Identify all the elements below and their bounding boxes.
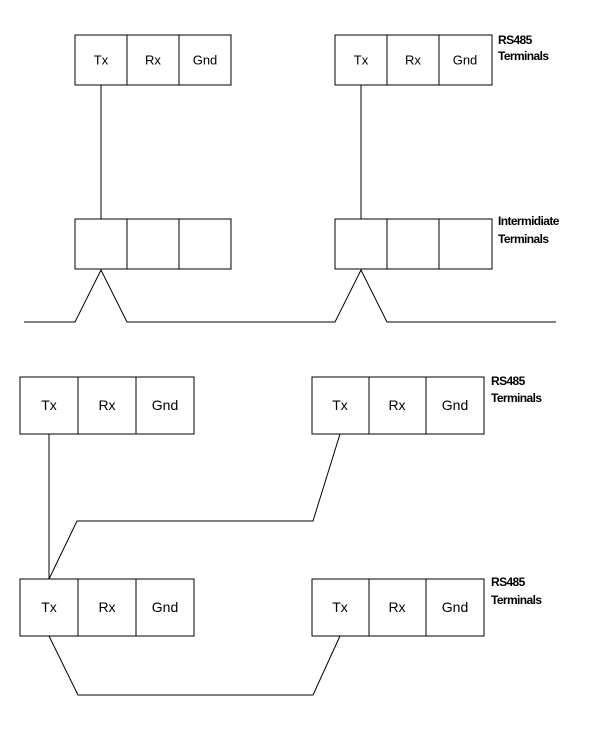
gnd-terminal xyxy=(425,578,485,637)
upper-right-rs485-block: Tx Rx Gnd xyxy=(311,376,485,435)
gnd-label: Gnd xyxy=(453,53,478,68)
intermediate-terminal-1 xyxy=(74,218,128,270)
rx-terminal xyxy=(77,578,137,637)
right-intermediate-block xyxy=(334,218,493,270)
gnd-label: Gnd xyxy=(152,599,178,615)
lower-rs485-label-line1: RS485 xyxy=(491,575,526,589)
tx-label: Tx xyxy=(41,599,57,615)
tx-label: Tx xyxy=(332,397,348,413)
gnd-terminal xyxy=(178,34,232,86)
top-right-rs485-block: Tx Rx Gnd xyxy=(334,34,493,86)
tx-label: Tx xyxy=(41,397,57,413)
rx-terminal xyxy=(368,376,427,435)
bus-line xyxy=(24,268,556,323)
intermediate-label-line1: Intermidiate xyxy=(498,214,560,228)
gnd-label: Gnd xyxy=(442,397,468,413)
intermediate-terminal-3 xyxy=(178,218,232,270)
rs485-label-line1: RS485 xyxy=(498,33,533,47)
tx-terminal xyxy=(311,578,370,637)
tx-label: Tx xyxy=(354,53,369,68)
rx-terminal xyxy=(386,34,440,86)
intermediate-terminal-2 xyxy=(386,218,440,270)
lower-right-rs485-block: Tx Rx Gnd xyxy=(311,578,485,637)
rx-label: Rx xyxy=(98,397,115,413)
rx-label: Rx xyxy=(388,599,405,615)
tx-terminal xyxy=(19,376,79,435)
tx-terminal xyxy=(311,376,370,435)
top-diagram: Tx Rx Gnd Tx Rx Gnd RS485 Terminals Inte… xyxy=(24,33,560,323)
lower-tx-link-wire xyxy=(48,635,341,696)
gnd-label: Gnd xyxy=(442,599,468,615)
left-intermediate-block xyxy=(74,218,232,270)
gnd-terminal xyxy=(135,578,195,637)
gnd-label: Gnd xyxy=(152,397,178,413)
rx-terminal xyxy=(77,376,137,435)
upper-left-rs485-block: Tx Rx Gnd xyxy=(19,376,195,435)
rx-label: Rx xyxy=(388,397,405,413)
rx-terminal xyxy=(368,578,427,637)
upper-right-tx-wire xyxy=(48,433,341,580)
lower-left-rs485-block: Tx Rx Gnd xyxy=(19,578,195,637)
intermediate-terminal-1 xyxy=(334,218,388,270)
top-left-rs485-block: Tx Rx Gnd xyxy=(74,34,232,86)
intermediate-terminal-3 xyxy=(438,218,493,270)
intermediate-label-line2: Terminals xyxy=(498,232,549,246)
gnd-terminal xyxy=(438,34,493,86)
lower-rs485-label-line2: Terminals xyxy=(491,593,542,607)
gnd-terminal xyxy=(425,376,485,435)
rs485-label-line2: Terminals xyxy=(498,49,549,63)
intermediate-terminal-2 xyxy=(126,218,180,270)
gnd-terminal xyxy=(135,376,195,435)
rx-terminal xyxy=(126,34,180,86)
rx-label: Rx xyxy=(98,599,115,615)
tx-terminal xyxy=(19,578,79,637)
gnd-label: Gnd xyxy=(193,53,218,68)
rx-label: Rx xyxy=(405,53,421,68)
tx-terminal xyxy=(74,34,128,86)
rx-label: Rx xyxy=(145,53,161,68)
tx-label: Tx xyxy=(94,53,109,68)
upper-rs485-label-line1: RS485 xyxy=(491,374,526,388)
bottom-diagram: Tx Rx Gnd Tx Rx Gnd RS485 Terminals Tx R… xyxy=(19,374,543,696)
tx-label: Tx xyxy=(332,599,348,615)
upper-rs485-label-line2: Terminals xyxy=(491,391,542,405)
